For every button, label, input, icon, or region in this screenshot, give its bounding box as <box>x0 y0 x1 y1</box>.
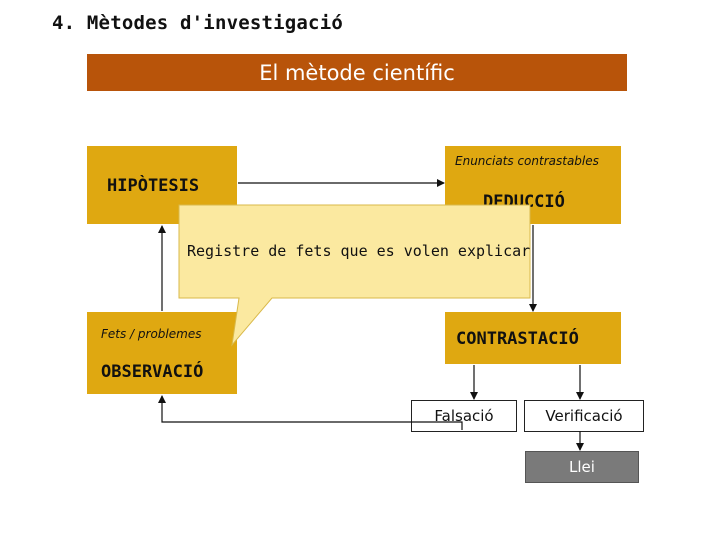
callout-shape <box>178 204 531 347</box>
contrastacio-label: CONTRASTACIÓ <box>456 329 579 349</box>
observacio-label: OBSERVACIÓ <box>101 362 204 382</box>
hipotesis-label: HIPÒTESIS <box>107 176 200 196</box>
falsacio-label: Falsació <box>434 407 494 425</box>
callout-text: Registre de fets que es volen explicar <box>187 242 531 260</box>
observacio-box: Fets / problemes OBSERVACIÓ <box>87 312 237 394</box>
llei-label: Llei <box>569 458 595 476</box>
llei-box: Llei <box>525 451 639 483</box>
banner-label: El mètode científic <box>259 60 455 85</box>
enunciats-label: Enunciats contrastables <box>455 154 599 168</box>
verificacio-label: Verificació <box>545 407 623 425</box>
verificacio-box: Verificació <box>524 400 644 432</box>
contrastacio-box: CONTRASTACIÓ <box>445 312 621 364</box>
falsacio-box: Falsació <box>411 400 517 432</box>
page-title: 4. Mètodes d'investigació <box>52 12 343 34</box>
fets-label: Fets / problemes <box>101 327 202 341</box>
arrow-falsacio-observacio <box>158 395 463 430</box>
banner-title: El mètode científic <box>87 54 627 91</box>
